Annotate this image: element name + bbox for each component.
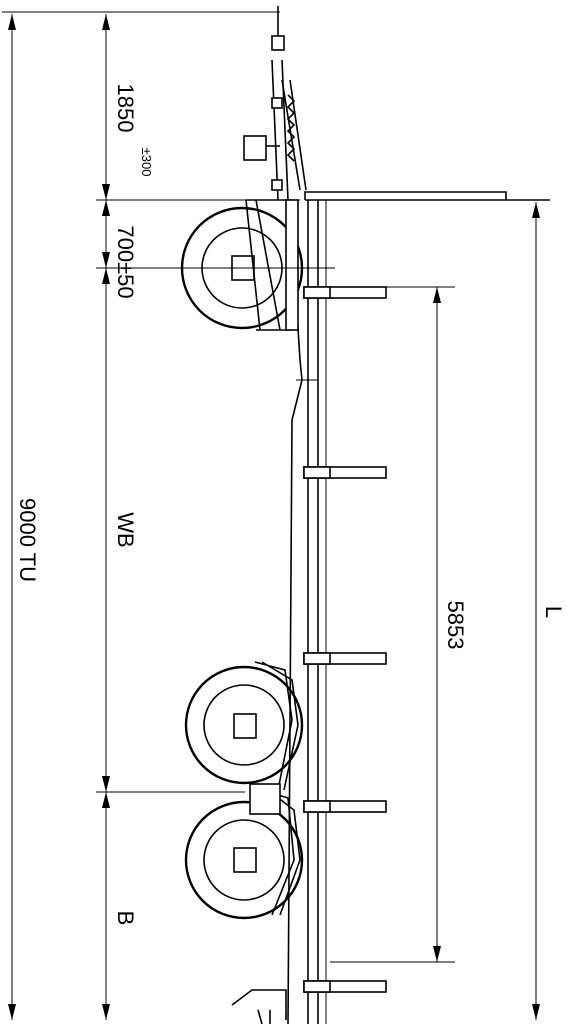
rear-wheel-1 xyxy=(184,661,304,791)
rear-wheel-2 xyxy=(184,783,304,920)
length-dimension: L xyxy=(532,202,566,1020)
length-label: L xyxy=(541,606,566,618)
overall-dimension: 9000 TU xyxy=(2,11,280,1020)
overall-length-label: 9000 TU xyxy=(15,498,40,582)
bed-length-label: 5853 xyxy=(443,601,468,650)
rear-label: B xyxy=(113,911,138,926)
front-overhang-tolerance: ±300 xyxy=(139,148,154,177)
chassis xyxy=(287,191,550,1024)
axle-offset-label: 700±50 xyxy=(113,225,138,298)
rear-fitting xyxy=(231,989,287,1024)
front-wheel xyxy=(180,199,335,331)
axle-dimensions: 1850 ±300 700±50 WB B xyxy=(96,14,335,1020)
front-overhang-label: 1850 xyxy=(113,84,138,133)
drawbar xyxy=(243,6,307,201)
stakes xyxy=(303,286,387,993)
bed-dimension: 5853 xyxy=(330,286,468,963)
wheelbase-label: WB xyxy=(113,512,138,547)
